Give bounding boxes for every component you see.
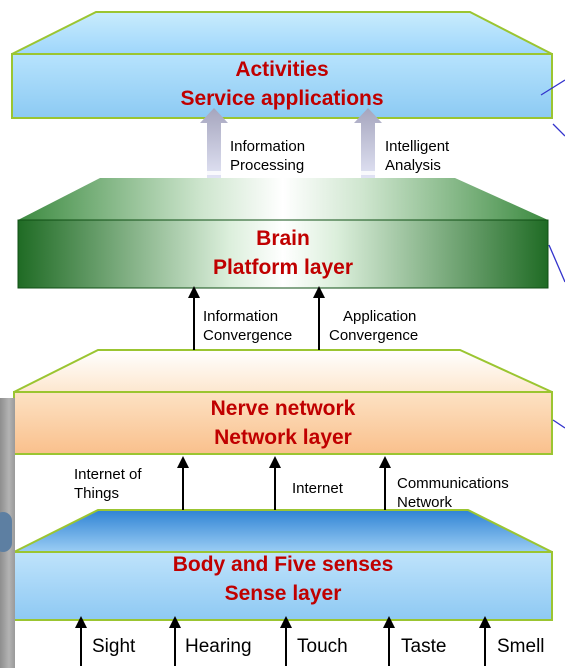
intelligent-analysis-arrow [354, 108, 382, 181]
information-convergence-label: Information Convergence [203, 308, 293, 344]
brain-layer-top [18, 178, 548, 220]
communications-network-label: Communications Network [397, 475, 509, 511]
activities-title-line1: Activities [235, 58, 329, 81]
activities-title: Activities Service applications [12, 55, 552, 113]
sight-arrow [75, 616, 87, 666]
taste-arrow [383, 616, 395, 666]
nerve-title-line2: Network layer [214, 426, 352, 449]
information-processing-label: Information Processing [230, 138, 306, 174]
intelligent-analysis-label: Intelligent Analysis [385, 138, 450, 174]
sense-label-hearing: Hearing [185, 636, 252, 657]
information-convergence-arrow [188, 286, 200, 350]
sense-layer [13, 509, 553, 621]
internet-arrow [269, 456, 281, 510]
sense-layer-top [13, 509, 553, 553]
application-convergence-arrow [313, 286, 325, 350]
information-processing-arrow [200, 108, 228, 181]
nerve-title: Nerve network Network layer [14, 394, 552, 452]
brain-title: Brain Platform layer [18, 224, 548, 282]
right-connectors [540, 79, 565, 429]
side-image-blob [0, 512, 12, 552]
internet-of-things-arrow [177, 456, 189, 510]
brain-layer-front [17, 219, 549, 289]
application-convergence-label: Application Convergence [329, 308, 419, 344]
sense-label-sight: Sight [92, 636, 136, 657]
sense-label-touch: Touch [297, 636, 348, 657]
sense-label-smell: Smell [497, 636, 545, 657]
internet-label: Internet [292, 480, 343, 497]
sense-title-line1: Body and Five senses [172, 553, 394, 576]
sense-label-taste: Taste [401, 636, 447, 657]
smell-arrow [479, 616, 491, 666]
brain-title-line2: Platform layer [212, 256, 354, 279]
touch-arrow [280, 616, 292, 666]
activities-layer [11, 11, 553, 119]
sense-title: Body and Five senses Sense layer [14, 550, 552, 608]
activities-title-line2: Service applications [180, 87, 384, 110]
brain-title-line1: Brain [256, 227, 310, 250]
activities-layer-front [11, 53, 553, 119]
hearing-arrow [169, 616, 181, 666]
activities-layer-top [11, 11, 553, 55]
nerve-title-line1: Nerve network [210, 397, 356, 420]
communications-network-arrow [379, 456, 391, 510]
sense-layer-front [13, 551, 553, 621]
sense-title-line2: Sense layer [224, 582, 342, 605]
internet-of-things-label: Internet of Things [74, 466, 142, 502]
nerve-layer-top [13, 349, 553, 393]
brain-layer [17, 178, 549, 289]
